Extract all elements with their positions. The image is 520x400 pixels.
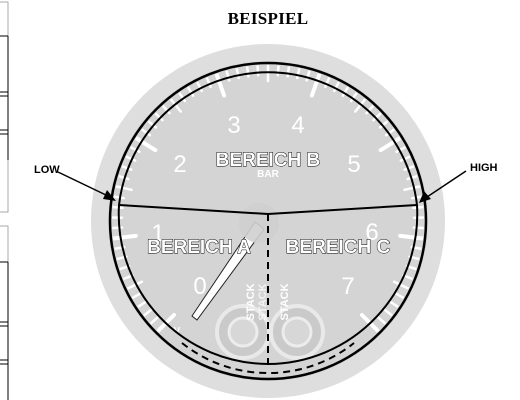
scale-number-3: 3 [227,112,240,139]
dial-tick [402,274,415,281]
dial-tick [113,184,133,192]
diagram-heading: BEISPIEL [228,9,309,28]
dial-tick [365,103,376,115]
dial-tick [121,274,134,281]
unit-label: BAR [257,169,279,180]
dial-tick [403,164,417,171]
brand-label-3: STACK [279,283,291,320]
dial-tick [341,84,350,97]
region-c-label: BEREICH C [286,237,391,258]
region-a-label: BEREICH A [147,237,251,258]
brand-label-1: STACK [245,283,257,320]
lower-dashed-arc [181,342,355,374]
dial-tick [276,65,280,77]
dial-tick [384,127,397,137]
side-table-bottom [0,225,9,400]
scale-mark-v-partial: V [174,326,181,337]
dial-tick [393,291,406,300]
dial-tick [392,280,411,291]
scale-number-4: 4 [291,112,304,139]
high-label: HIGH [470,162,498,174]
region-b-arc [118,71,418,206]
side-table-top [0,1,9,213]
scale-number-2: 2 [173,151,186,178]
dial-tick [349,90,359,103]
dial-tick [412,205,424,210]
dial-tick [372,111,383,122]
dial-tick [112,195,126,200]
dial-tick [376,315,388,326]
dial-tick [309,70,322,98]
dial-tick [119,164,133,171]
dial-tick [214,70,227,98]
dial-tick [177,90,187,103]
dial-tick [406,174,420,181]
dial-tick [128,145,141,154]
dial-tick [333,79,341,93]
dial-tick [135,300,148,309]
dial-tick [112,233,138,241]
low-label: LOW [34,164,60,176]
dial-markings [112,65,424,360]
dial-tick [133,135,158,153]
dial-tick [410,195,424,200]
dial-tick [146,119,158,129]
dial-tick [382,308,395,318]
region-b-label: BEREICH B [216,150,321,171]
dial-tick [130,291,143,300]
dial-tick [160,103,171,115]
dial-tick [388,300,401,309]
dial-tick [112,205,124,210]
dial-tick [398,233,424,241]
dial-tick [403,184,423,192]
dial-tick [125,280,144,291]
scale-number-1: 1 [151,220,164,247]
dial-tick [153,111,164,122]
low-arrow [57,171,116,201]
dial-outline [108,61,428,381]
scale-number-6: 6 [365,219,378,246]
brand-label-2: STACK [257,283,269,320]
dial-tick [123,154,137,162]
dial-tick [148,315,160,326]
dial-tick [395,145,408,154]
dial-tick [378,119,390,129]
scale-number-5: 5 [347,151,360,178]
dial-tick [378,135,403,153]
region-a-arc [117,204,269,365]
scale-number-0-partial: 0 [193,273,206,300]
scale-number-7: 7 [341,273,354,300]
dial-tick [139,127,152,137]
high-arrow [419,170,467,203]
region-c-arc [267,204,419,365]
dial-tick [195,79,203,93]
dial-tick [186,84,195,97]
dial-tick [116,174,130,181]
dial-tick [141,308,154,318]
dial-tick [256,65,260,77]
dial-tick [399,154,413,162]
